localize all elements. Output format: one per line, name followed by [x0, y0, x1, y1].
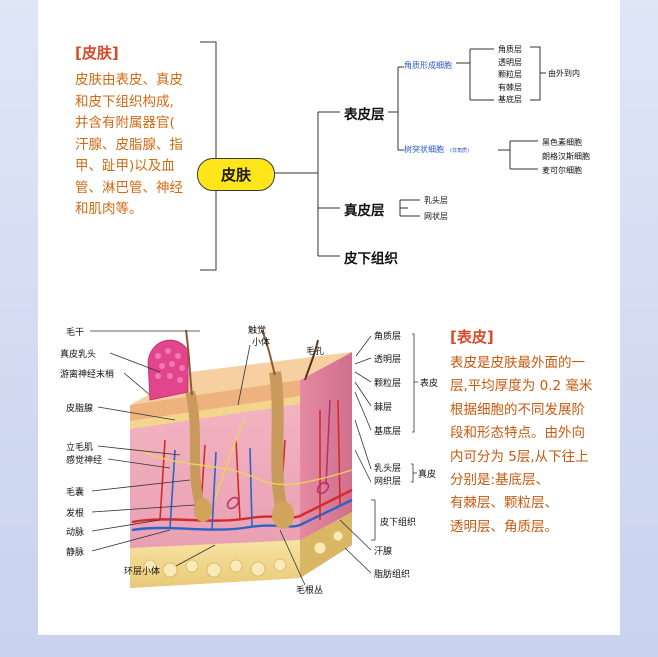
dendritic-note: (非角质) — [450, 148, 469, 154]
skin-description-line: 皮肤由表皮、真皮 — [75, 72, 183, 88]
epidermis-description-line: 分别是:基底层、 — [450, 472, 550, 489]
label-stratum-basale: 基底层 — [374, 427, 402, 437]
epidermis-description-line: 有棘层、颗粒层、 — [450, 495, 558, 512]
layer-item: 颗粒层 — [498, 70, 522, 79]
epidermis-description: 表皮是皮肤最外面的一 层,平均厚度为 0.2 毫米 根据细胞的不同发展阶 段和形… — [450, 352, 592, 539]
label-hair-shaft: 毛干 — [66, 328, 85, 338]
skin-description-line: 汗腺、皮脂腺、指 — [75, 136, 183, 153]
skin-description: 皮肤由表皮、真皮 和皮下组织构成, 并含有附属器官( 汗腺、皮脂腺、指 甲、趾甲… — [75, 70, 183, 221]
skin-description-line: 甲、趾甲)以及血 — [75, 158, 175, 174]
layer-item: 有棘层 — [498, 82, 522, 92]
label-subcutaneous-tissue: 皮下组织 — [380, 518, 417, 528]
label-hair-root-plexus: 毛根丛 — [296, 586, 324, 596]
label-artery: 动脉 — [66, 528, 85, 538]
skin-description-line: 管、淋巴管、神经 — [75, 179, 183, 196]
keratinocyte-layer-list: 角质层 透明层 颗粒层 有棘层 基底层 — [498, 44, 522, 107]
layer-item: 基底层 — [498, 95, 522, 104]
skin-root-node: 皮肤 — [197, 158, 275, 191]
label-tactile-corpuscle-1: 触觉 — [248, 326, 267, 336]
label-dermis-group: 真皮 — [418, 470, 437, 480]
dermis-node: 真皮层 — [344, 203, 385, 219]
dermis-layer-reticular: 网状层 — [424, 212, 448, 221]
label-sweat-gland: 汗腺 — [374, 547, 393, 557]
epidermis-description-line: 内可分为 5层,从下往上 — [450, 448, 589, 465]
dermis-layer-papillary: 乳头层 — [424, 196, 448, 205]
label-tactile-corpuscle-2: 小体 — [252, 338, 271, 348]
skin-section-title: [皮肤] — [75, 44, 119, 62]
epidermis-node: 表皮层 — [344, 107, 385, 123]
skin-description-line: 和皮下组织构成, — [75, 93, 174, 110]
epidermis-description-line: 表皮是皮肤最外面的一 — [450, 355, 585, 371]
label-epidermis-group: 表皮 — [420, 379, 439, 389]
dendritic-node: 树突状细胞 — [404, 145, 444, 154]
label-dermal-papilla: 真皮乳头 — [60, 350, 97, 360]
label-hair-follicle: 毛囊 — [66, 488, 85, 498]
label-free-nerve-ending: 游离神经末梢 — [60, 370, 115, 380]
label-arrector-pili: 立毛肌 — [66, 443, 94, 453]
label-stratum-spinosum: 棘层 — [374, 403, 393, 413]
cell-item: 朗格汉斯细胞 — [542, 152, 590, 161]
label-adipose-tissue: 脂肪组织 — [374, 570, 411, 580]
skin-description-line: 和肌肉等。 — [75, 201, 143, 217]
order-note: 由外到内 — [548, 69, 580, 78]
epidermis-description-line: 层,平均厚度为 0.2 毫米 — [450, 378, 593, 395]
label-sebaceous-gland: 皮脂腺 — [66, 404, 94, 414]
cell-item: 麦可尔细胞 — [542, 166, 582, 175]
epidermis-description-line: 段和形态特点。由外向 — [450, 425, 585, 442]
label-pacinian-corpuscle: 环层小体 — [124, 567, 161, 577]
epidermis-description-line: 透明层、角质层。 — [450, 518, 558, 535]
keratinocyte-node: 角质形成细胞 — [404, 61, 452, 70]
layer-item: 角质层 — [498, 45, 522, 54]
epidermis-section-title: [表皮] — [450, 328, 494, 346]
label-stratum-granulosum: 颗粒层 — [374, 379, 402, 389]
label-pore: 毛孔 — [306, 347, 325, 357]
layer-item: 透明层 — [498, 57, 522, 67]
label-papillary-layer: 乳头层 — [374, 464, 402, 474]
skin-description-line: 并含有附属器官( — [75, 115, 175, 131]
label-sensory-nerve: 感觉神经 — [66, 456, 103, 466]
label-vein: 静脉 — [66, 548, 85, 558]
label-reticular-layer: 网织层 — [374, 477, 402, 487]
epidermis-description-line: 根据细胞的不同发展阶 — [450, 401, 585, 418]
subcutis-node: 皮下组织 — [344, 251, 398, 267]
dendritic-cell-list: 黑色素细胞 朗格汉斯细胞 麦可尔细胞 — [542, 136, 590, 178]
label-stratum-lucidum: 透明层 — [374, 355, 402, 365]
label-stratum-corneum: 角质层 — [374, 332, 402, 342]
cell-item: 黑色素细胞 — [542, 138, 582, 147]
label-hair-root: 发根 — [66, 509, 85, 519]
